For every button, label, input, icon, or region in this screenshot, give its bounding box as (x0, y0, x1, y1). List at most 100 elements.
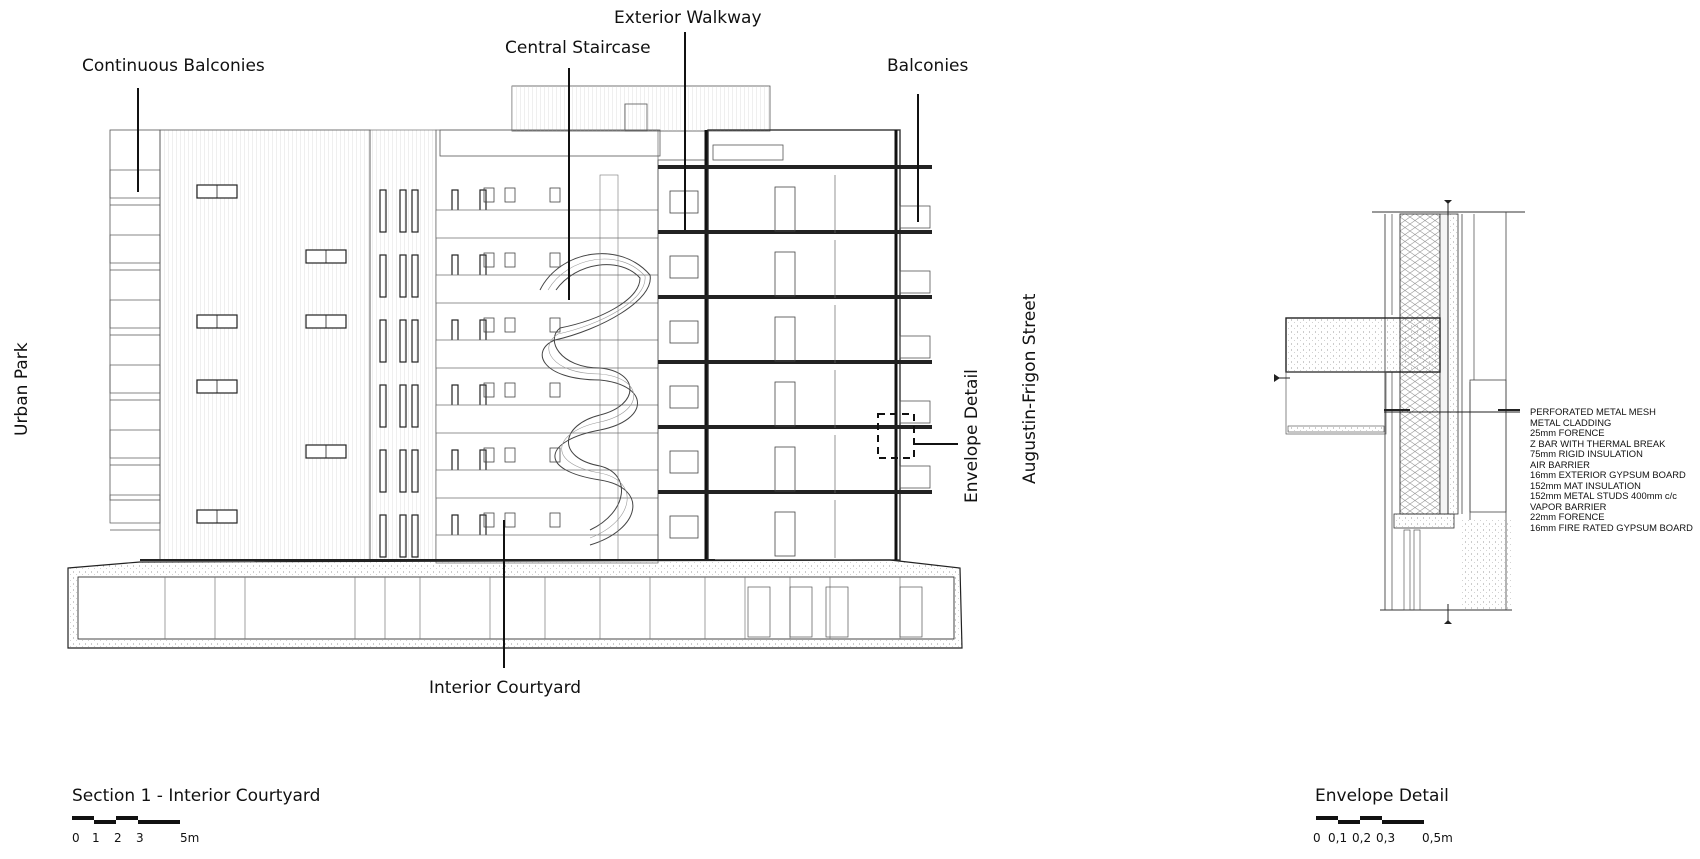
left-facade-windows (196, 184, 347, 524)
courtyard-window (504, 512, 516, 528)
section-scale-5m: 5m (180, 831, 200, 845)
courtyard-window (504, 382, 516, 398)
courtyard-walkways (435, 129, 659, 564)
envelope-layer-item: PERFORATED METAL MESH (1530, 406, 1656, 417)
detail-scale-bar (1316, 816, 1424, 824)
courtyard-window (549, 382, 561, 398)
envelope-layer-item: 75mm RIGID INSULATION (1530, 448, 1643, 459)
narrow-window (399, 254, 407, 298)
courtyard-window (504, 447, 516, 463)
label-urban-park: Urban Park (12, 342, 32, 436)
envelope-layer-item: 16mm FIRE RATED GYPSUM BOARD (1530, 521, 1693, 533)
courtyard-window (483, 252, 495, 268)
balcony-block (109, 299, 161, 329)
balcony (899, 335, 931, 359)
envelope-detail-drawing (1274, 200, 1525, 624)
envelope-layer-item: METAL CLADDING (1530, 416, 1612, 428)
envelope-layer-item: 22mm FORENCE (1530, 511, 1605, 522)
narrow-window (399, 189, 407, 233)
detail-scale-0-3: 0,3 (1376, 831, 1396, 845)
opening (669, 450, 699, 474)
narrow-window (411, 254, 419, 298)
balcony-block (109, 364, 161, 394)
narrow-window (379, 449, 387, 493)
narrow-window (379, 384, 387, 428)
narrow-window (379, 189, 387, 233)
label-exterior-walkway: Exterior Walkway (614, 8, 762, 28)
courtyard-window (549, 187, 561, 203)
courtyard-window (483, 187, 495, 203)
balcony-block (109, 169, 161, 199)
balcony (899, 270, 931, 294)
label-central-staircase: Central Staircase (505, 38, 651, 58)
section-title: Section 1 - Interior Courtyard (72, 786, 321, 806)
right-wing (657, 129, 932, 561)
left-facade (109, 129, 487, 561)
continuous-balconies-stack (109, 169, 161, 531)
narrow-window (411, 319, 419, 363)
opening (669, 385, 699, 409)
walkway-slab (435, 534, 659, 564)
door (774, 186, 796, 232)
basement-door (899, 586, 923, 638)
detail-scale-0-5m: 0,5m (1422, 831, 1453, 845)
label-envelope-detail: Envelope Detail (962, 369, 982, 503)
narrow-window (379, 319, 387, 363)
narrow-window (399, 449, 407, 493)
envelope-detail-marker (877, 413, 915, 459)
walkway-slab (435, 209, 659, 239)
detail-scale-0: 0 (1313, 831, 1321, 845)
courtyard-window (504, 187, 516, 203)
section-scale-1: 1 (92, 831, 100, 845)
door (774, 251, 796, 297)
envelope-layer-item: Z BAR WITH THERMAL BREAK (1530, 437, 1666, 449)
envelope-layer-item: VAPOR BARRIER (1530, 500, 1607, 512)
narrow-window (411, 189, 419, 233)
courtyard-window (549, 252, 561, 268)
courtyard-window (483, 512, 495, 528)
courtyard-window (549, 447, 561, 463)
courtyard-window (504, 252, 516, 268)
envelope-layer-item: 152mm MAT INSULATION (1530, 479, 1641, 491)
label-balconies: Balconies (887, 56, 969, 76)
label-augustin-frigon-street: Augustin-Frigon Street (1020, 293, 1040, 484)
balcony (899, 205, 931, 229)
narrow-window (411, 514, 419, 558)
door (774, 316, 796, 362)
envelope-layer-item: AIR BARRIER (1530, 458, 1590, 470)
roof-penthouse (439, 85, 771, 157)
narrow-window (399, 514, 407, 558)
envelope-layer-item: 16mm EXTERIOR GYPSUM BOARD (1530, 469, 1686, 480)
leader-lines (137, 32, 958, 668)
courtyard-window (483, 382, 495, 398)
section-scale-bar (72, 816, 180, 824)
courtyard-window (504, 317, 516, 333)
basement-section (67, 559, 963, 649)
door (774, 446, 796, 492)
courtyard-window (549, 512, 561, 528)
balcony-block (109, 429, 161, 459)
walkway-slab (435, 469, 659, 499)
opening (669, 515, 699, 539)
balcony-block (109, 494, 161, 524)
detail-scale-0-1: 0,1 (1328, 831, 1348, 845)
envelope-layer-item: 25mm FORENCE (1530, 427, 1605, 438)
section-scale-2: 2 (114, 831, 122, 845)
basement-door (789, 586, 813, 638)
opening (669, 320, 699, 344)
narrow-window (399, 384, 407, 428)
courtyard-window (483, 317, 495, 333)
right-balconies-stack (899, 205, 931, 489)
basement-door (747, 586, 771, 638)
section-scale-0: 0 (72, 831, 80, 845)
narrow-window (411, 384, 419, 428)
label-continuous-balconies: Continuous Balconies (82, 56, 265, 76)
balcony (899, 400, 931, 424)
walkway-slab (435, 404, 659, 434)
label-interior-courtyard: Interior Courtyard (429, 678, 582, 698)
door (774, 511, 796, 557)
narrow-window (379, 254, 387, 298)
narrow-window (379, 514, 387, 558)
